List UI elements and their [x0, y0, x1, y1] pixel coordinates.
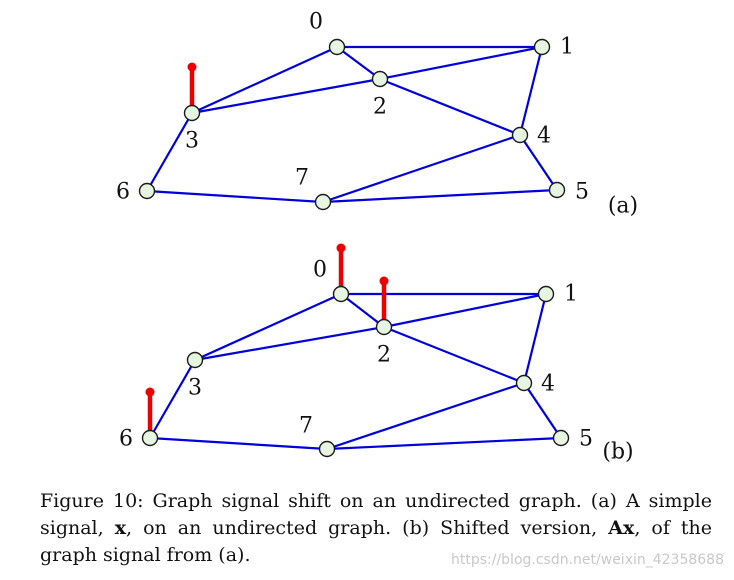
node-label-6: 6: [119, 427, 133, 452]
edge-4-5: [519, 134, 558, 191]
edge-0-3: [194, 292, 342, 362]
node-label-0: 0: [309, 10, 323, 35]
edge-5-7: [326, 436, 562, 451]
edge-1-4: [522, 293, 548, 384]
node-1: [533, 38, 551, 56]
edge-1-2: [383, 292, 547, 329]
edge-2-4: [379, 77, 521, 137]
node-5: [548, 181, 566, 199]
caption-ax-symbol: Ax: [608, 517, 635, 539]
node-7: [318, 440, 336, 458]
caption-part1: Figure 10: Graph signal shift on an undi…: [40, 490, 712, 539]
node-label-6: 6: [116, 180, 130, 205]
edge-2-3: [191, 77, 381, 115]
edge-1-2: [379, 45, 543, 81]
node-6: [138, 182, 156, 200]
node-5: [552, 429, 570, 447]
edge-4-7: [326, 381, 525, 451]
node-label-3: 3: [185, 129, 199, 154]
caption-part2: , on an undirected graph. (b) Shifted ve…: [126, 517, 609, 539]
caption-x-symbol: x: [114, 517, 127, 539]
edge-0-2: [340, 293, 385, 328]
edge-6-7: [146, 189, 324, 204]
node-label-7: 7: [299, 414, 313, 439]
node-1: [537, 285, 555, 303]
node-3: [186, 351, 204, 369]
node-label-1: 1: [564, 282, 578, 307]
node-label-2: 2: [373, 95, 387, 120]
edge-5-7: [322, 188, 558, 204]
edge-3-6: [149, 359, 196, 439]
edge-3-6: [146, 112, 193, 192]
graph-panel-b: 0 1 2 3 4 5 6 7 (b): [119, 243, 634, 465]
watermark: https://blog.csdn.net/weixin_42358688: [450, 552, 724, 568]
node-4: [511, 126, 529, 144]
graph-signal-figure: 0 1 2 3 4 5 6 7 (a) 0 1 2 3 4 5 6 7 (b): [116, 10, 638, 465]
panel-label-a: (a): [608, 194, 638, 219]
node-label-1: 1: [560, 35, 574, 60]
node-label-2: 2: [377, 343, 391, 368]
edge-6-7: [149, 436, 328, 451]
edge-0-2: [336, 46, 381, 80]
node-label-4: 4: [537, 124, 551, 149]
node-label-5: 5: [575, 180, 589, 205]
signal-tip-node-0: [336, 243, 346, 253]
edge-4-7: [322, 133, 521, 204]
signal-tip-node-3: [187, 62, 197, 72]
edge-2-3: [194, 325, 385, 362]
panel-label-b: (b): [602, 440, 633, 465]
signal-tip-node-6: [145, 387, 155, 397]
node-label-5: 5: [579, 427, 593, 452]
node-label-3: 3: [188, 376, 202, 401]
node-6: [141, 429, 159, 447]
node-2: [375, 318, 393, 336]
edge-4-5: [523, 382, 562, 439]
edge-2-4: [383, 325, 525, 385]
signal-tip-node-2: [379, 276, 389, 286]
node-2: [371, 70, 389, 88]
node-label-7: 7: [295, 166, 309, 191]
figure-caption: Figure 10: Graph signal shift on an undi…: [40, 488, 712, 569]
node-4: [515, 374, 533, 392]
node-0: [328, 38, 346, 56]
node-label-4: 4: [541, 372, 555, 397]
node-3: [183, 104, 201, 122]
node-7: [314, 193, 332, 211]
node-0: [332, 285, 350, 303]
edge-0-3: [191, 45, 338, 115]
graph-panel-a: 0 1 2 3 4 5 6 7 (a): [116, 10, 638, 219]
node-label-0: 0: [313, 258, 327, 283]
caption-part3: , of the graph signal from (a).: [40, 517, 712, 566]
edge-1-4: [518, 46, 544, 136]
